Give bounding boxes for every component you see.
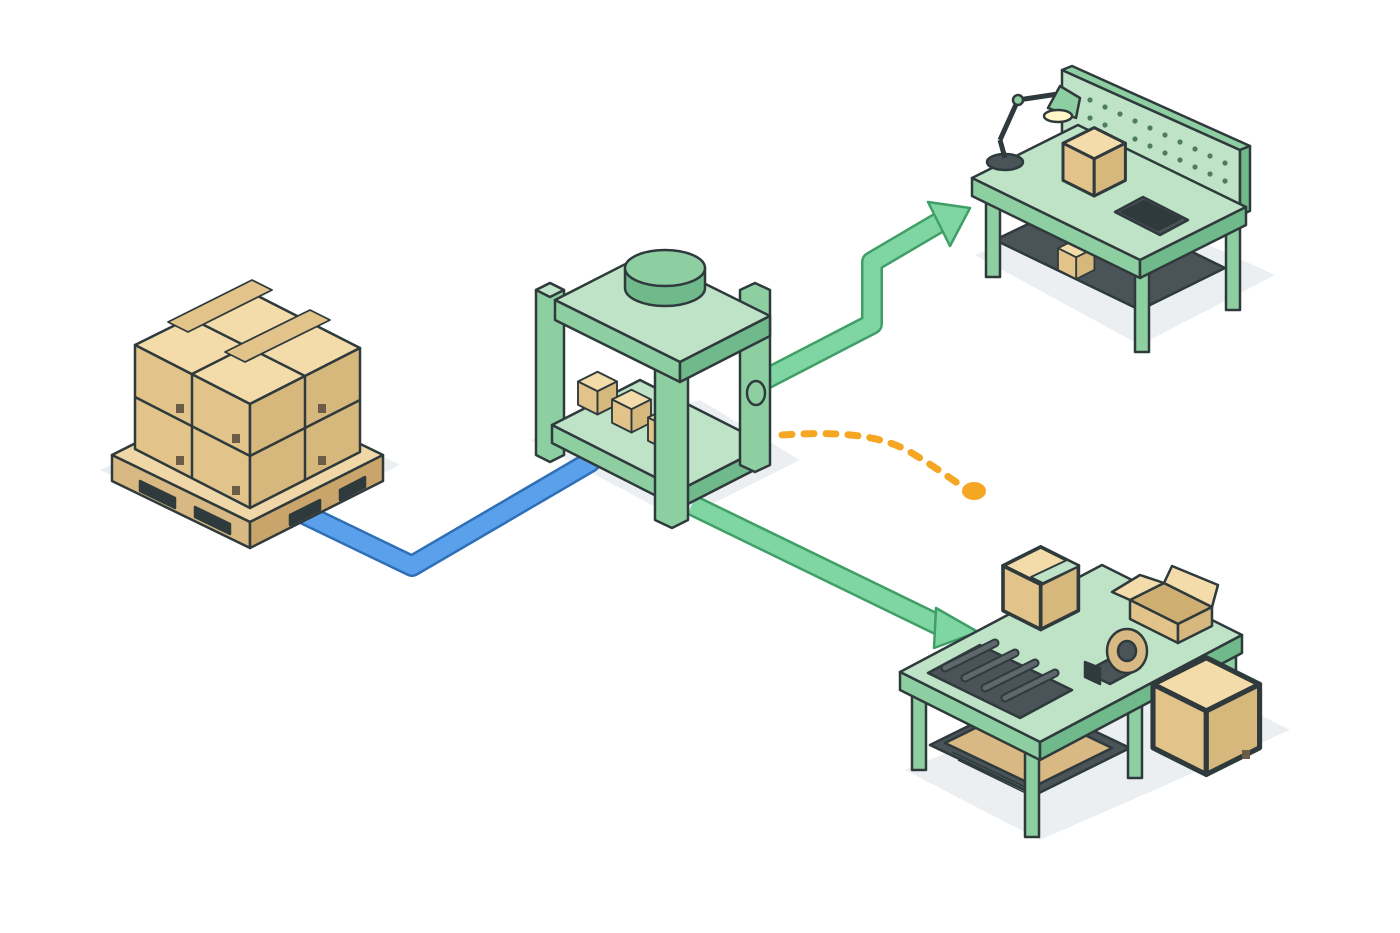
arrowhead-inspection: [926, 200, 972, 248]
inspection-workbench-icon: [970, 64, 1252, 354]
flow-station-dashed: [778, 430, 986, 500]
pegboard-holes: [1087, 97, 1228, 202]
open-box-icon: [1110, 564, 1220, 645]
storage-rack-station-icon: [534, 248, 772, 530]
flow-pallet-to-station: [289, 451, 601, 577]
conveyor-rollers: [940, 638, 1060, 703]
pallet-of-boxes-icon: .bt{fill:#f3dcaa}.bl{fill:#e2c48b}.br{fi…: [110, 279, 385, 550]
packing-table-icon: [898, 545, 1260, 839]
dashed-flow-endpoint: [962, 482, 986, 500]
flow-station-to-packing: [687, 495, 980, 650]
arrowhead-packing: [932, 606, 980, 650]
flow-station-to-inspection: [754, 200, 972, 392]
tape-dispenser-icon: [1083, 627, 1149, 686]
